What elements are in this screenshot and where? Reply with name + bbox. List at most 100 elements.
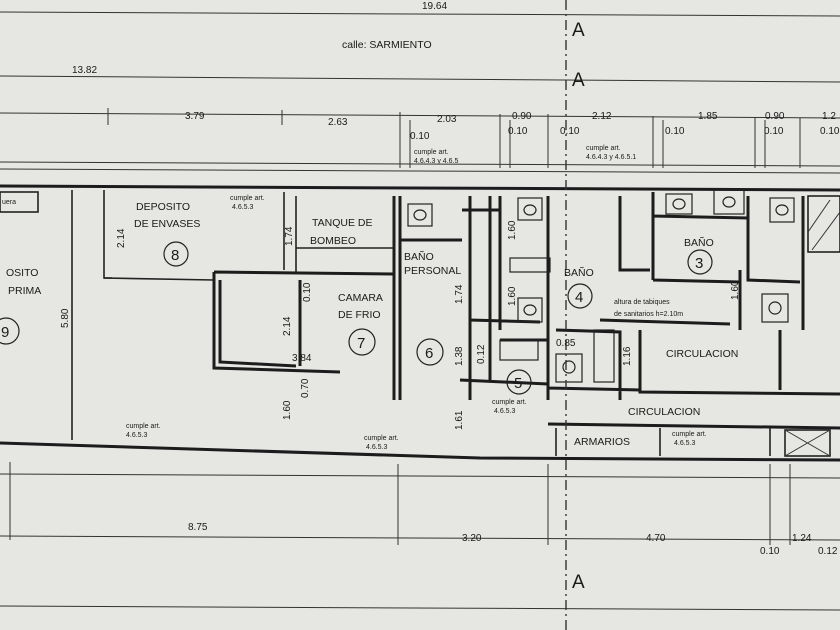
room-bano-3: BAÑO: [684, 236, 714, 249]
svg-text:0.70: 0.70: [300, 378, 311, 398]
sanitary-fixtures: [407, 189, 795, 383]
note-ref-1: 4.6.4.3 y 4.6.5: [414, 158, 458, 165]
dim-top-6: 1.85: [698, 111, 718, 122]
dim-top-3: 2.03: [437, 114, 457, 125]
svg-text:3: 3: [695, 255, 703, 272]
room-number-4: 4: [567, 283, 593, 309]
note-ref-5: 4.6.5.3: [366, 444, 388, 451]
svg-text:1.60: 1.60: [507, 286, 518, 306]
note-ref-6: 4.6.5.3: [494, 408, 516, 415]
left-box-label: uera: [2, 199, 16, 206]
dim-bottom-2: 3.20: [462, 533, 482, 544]
room-number-7: 7: [348, 328, 376, 356]
dim-bottom-wall-1: 0.10: [760, 546, 780, 557]
dim-bottom-3: 4.70: [646, 533, 666, 544]
note-cumple-2: cumple art.: [586, 145, 621, 152]
dim-wall-2: 0.10: [508, 126, 528, 137]
note-ref-2: 4.6.4.3 y 4.6.5.1: [586, 154, 636, 161]
dim-wall-5: 0.10: [764, 126, 784, 137]
svg-text:8: 8: [171, 247, 179, 264]
street-label: calle: SARMIENTO: [342, 39, 432, 51]
section-mark-bottom: A: [572, 572, 585, 593]
room-materia-prima-l1: OSITO: [6, 267, 38, 279]
dim-top-5: 2.12: [592, 111, 612, 122]
room-materia-prima-l2: PRIMA: [8, 285, 41, 297]
section-mark-mid: A: [572, 70, 585, 91]
sidewalk-line: [0, 161, 840, 167]
bano-3-walls: [651, 192, 805, 330]
bottom-dimension-lines: [0, 462, 840, 611]
deposito-envases-walls: [103, 190, 285, 279]
svg-text:2.14: 2.14: [282, 316, 293, 336]
note-cumple-7: cumple art.: [672, 431, 707, 438]
room-tanque-bombeo-l1: TANQUE DE: [312, 217, 372, 229]
note-cumple-4: cumple art.: [126, 423, 161, 430]
svg-text:9: 9: [1, 324, 9, 341]
note-ref-3: 4.6.5.3: [232, 204, 254, 211]
svg-text:6: 6: [425, 345, 433, 362]
room-bano-4: BAÑO: [564, 266, 594, 279]
dim-top-1: 3.79: [185, 111, 205, 122]
dim-wall-3: 0.10: [560, 126, 580, 137]
dim-bottom-4: 1.24: [792, 533, 812, 544]
top-dimension-lines: [0, 11, 840, 168]
svg-text:2.14: 2.14: [116, 228, 127, 248]
deposito-envases-bottom: [103, 277, 215, 281]
note-tabiques-l2: de sanitarios h=2.10m: [614, 311, 683, 318]
svg-text:1.74: 1.74: [454, 284, 465, 304]
stair-box: [784, 429, 831, 457]
rear-wall: [0, 441, 840, 462]
room-bano-personal-l1: BAÑO: [404, 250, 434, 263]
svg-text:1.60: 1.60: [282, 400, 293, 420]
dim-overall: 19.64: [422, 1, 447, 12]
note-cumple-3: cumple art.: [230, 195, 265, 202]
svg-text:7: 7: [357, 335, 365, 352]
note-cumple-6: cumple art.: [492, 399, 527, 406]
dim-wall-6: 0.10: [820, 126, 840, 137]
room-bano-personal-l2: PERSONAL: [404, 265, 461, 277]
svg-text:0.10: 0.10: [302, 282, 313, 302]
dim-wall-4: 0.10: [665, 126, 685, 137]
dim-bottom-wall-2: 0.12: [818, 546, 838, 557]
svg-text:1.38: 1.38: [454, 346, 465, 366]
dim-top-7: 0.90: [765, 111, 785, 122]
svg-text:3.84: 3.84: [292, 353, 312, 364]
bano-4-walls: [546, 196, 731, 400]
inner-dimension-labels: 2.14 1.74 0.10 2.14 3.84 0.70 1.60 5.80 …: [60, 220, 741, 430]
note-tabiques-l1: altura de tabiques: [614, 299, 670, 306]
hatch-box: [807, 195, 840, 253]
svg-text:0.12: 0.12: [476, 344, 487, 364]
room-number-9: 9: [0, 317, 20, 345]
dim-partial: 13.82: [72, 65, 97, 76]
svg-text:0.85: 0.85: [556, 338, 576, 349]
room-circulacion-2: CIRCULACION: [628, 406, 700, 418]
dim-top-8: 1.2: [822, 111, 836, 122]
note-cumple-1: cumple art.: [414, 149, 449, 156]
svg-text:5: 5: [514, 375, 522, 392]
room-camara-frio-l1: CAMARA: [338, 292, 383, 304]
room-number-6: 6: [416, 338, 444, 366]
tanque-bombeo-walls: [295, 196, 395, 272]
note-ref-4: 4.6.5.3: [126, 432, 148, 439]
circulacion-walls: [547, 330, 840, 430]
dim-top-4: 0.90: [512, 111, 532, 122]
room-deposito-envases-l1: DEPOSITO: [136, 201, 190, 213]
svg-text:1.60: 1.60: [507, 220, 518, 240]
room-camara-frio-l2: DE FRIO: [338, 309, 381, 321]
svg-text:1.74: 1.74: [284, 226, 295, 246]
room-circulacion-1: CIRCULACION: [666, 348, 738, 360]
svg-text:1.60: 1.60: [730, 280, 741, 300]
dim-wall-1: 0.10: [410, 131, 430, 142]
svg-text:5.80: 5.80: [60, 308, 71, 328]
svg-text:4: 4: [575, 289, 583, 306]
section-mark-top: A: [572, 20, 585, 41]
note-ref-7: 4.6.5.3: [674, 440, 696, 447]
room-deposito-envases-l2: DE ENVASES: [134, 218, 200, 230]
camara-frio-walls: [212, 196, 396, 400]
left-box: [0, 191, 39, 213]
room-number-8: 8: [163, 241, 189, 267]
svg-text:1.16: 1.16: [622, 346, 633, 366]
dim-top-2: 2.63: [328, 117, 348, 128]
dim-bottom-1: 8.75: [188, 522, 208, 533]
